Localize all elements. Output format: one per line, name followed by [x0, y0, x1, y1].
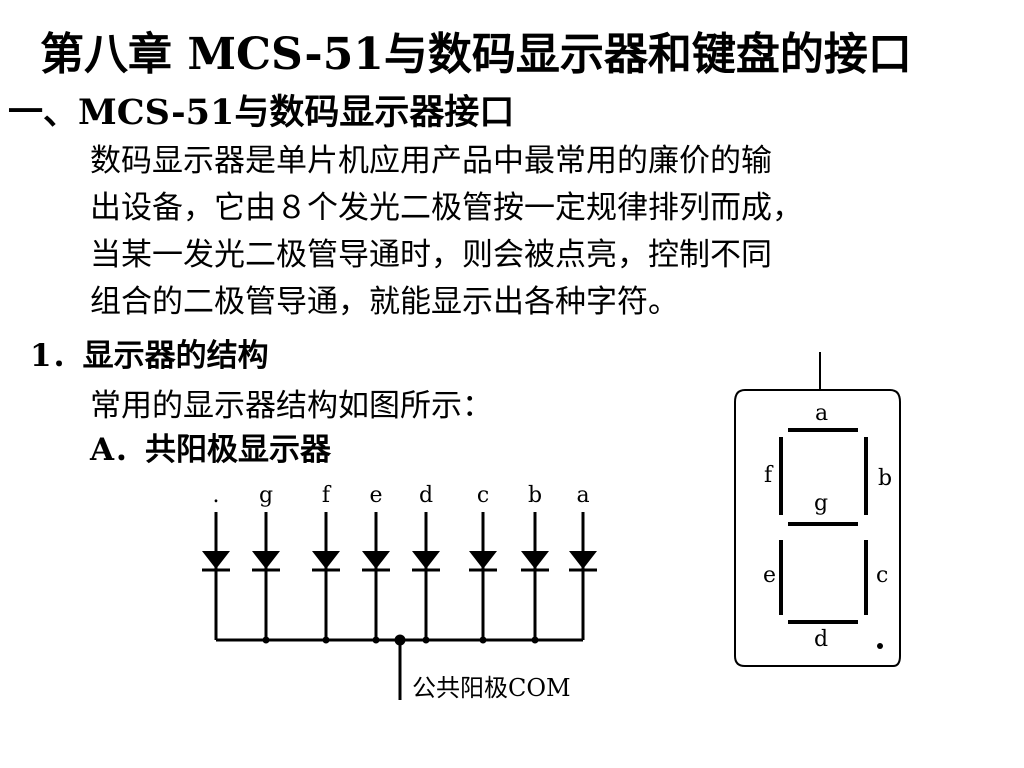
paragraph-line: 出设备，它由８个发光二极管按一定规律排列而成，	[90, 190, 803, 226]
com-label: 公共阳极COM	[412, 674, 571, 702]
paragraph-line: 数码显示器是单片机应用产品中最常用的廉价的输	[90, 143, 772, 179]
pin-label: a	[576, 483, 589, 508]
label-e: e	[763, 563, 776, 588]
label-c: c	[876, 563, 888, 588]
common-anode-circuit	[202, 512, 597, 700]
bus-junction	[531, 636, 539, 644]
pin-label: f	[322, 483, 332, 508]
pin-label: e	[369, 483, 382, 508]
bus-junction	[479, 636, 487, 644]
paragraph-line: 组合的二极管导通，就能显示出各种字符。	[90, 284, 679, 320]
pin-label: b	[528, 483, 542, 508]
body-paragraph: 数码显示器是单片机应用产品中最常用的廉价的输 出设备，它由８个发光二极管按一定规…	[90, 138, 803, 326]
pin-label: d	[419, 483, 433, 508]
seven-segment-display	[734, 352, 901, 667]
paragraph-line: 当某一发光二极管导通时，则会被点亮，控制不同	[90, 237, 772, 273]
bus-junction	[394, 634, 406, 646]
bus-junction	[372, 636, 380, 644]
diode-symbol	[312, 551, 340, 569]
bus-junction	[262, 636, 270, 644]
label-g: g	[814, 491, 828, 516]
label-a: a	[815, 401, 828, 426]
diode-symbol	[469, 551, 497, 569]
diode-symbol	[202, 551, 230, 569]
diode-symbol	[252, 551, 280, 569]
pin-label: g	[259, 483, 273, 508]
label-b: b	[878, 466, 892, 491]
structure-heading: 1．显示器的结构	[30, 338, 269, 374]
bus-junction	[322, 636, 330, 644]
label-f: f	[764, 463, 774, 488]
bus-junction	[422, 636, 430, 644]
section-heading: 一、MCS-51与数码显示器接口	[8, 92, 515, 133]
diode-symbol	[412, 551, 440, 569]
segment-dp	[877, 643, 883, 649]
pin-label: .	[213, 483, 220, 508]
display-outline	[734, 389, 901, 667]
diode-symbol	[521, 551, 549, 569]
diode-symbol	[569, 551, 597, 569]
pin-label: c	[477, 483, 489, 508]
label-d: d	[814, 627, 828, 652]
figure-note: 常用的显示器结构如图所示：	[90, 388, 493, 424]
common-anode-heading: A．共阳极显示器	[90, 432, 332, 468]
slide-title: 第八章 MCS-51与数码显示器和键盘的接口	[40, 29, 912, 80]
diode-symbol	[362, 551, 390, 569]
